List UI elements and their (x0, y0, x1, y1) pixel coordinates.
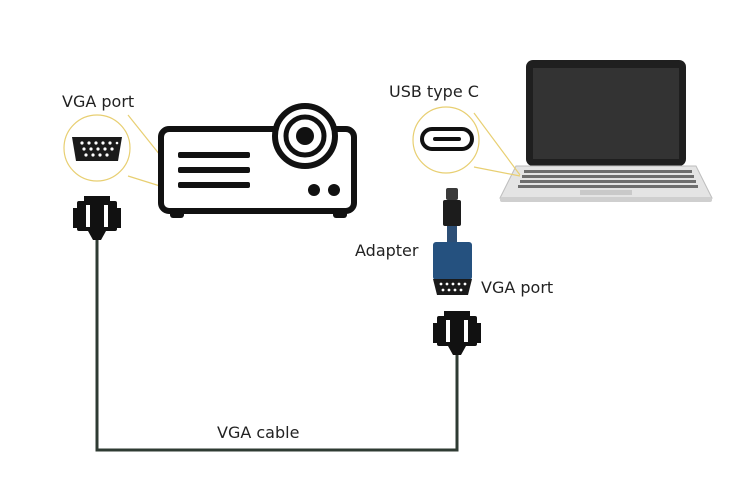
adapter-label: Adapter (355, 241, 419, 260)
usb-c-adapter-icon (433, 188, 472, 295)
projector-icon (158, 103, 357, 218)
left-port-callout (127, 114, 161, 187)
vga-connector-icon (433, 311, 481, 355)
usb-c-callout (473, 112, 521, 177)
vga-cable-label: VGA cable (217, 423, 299, 442)
vga-cable-line (95, 238, 459, 452)
vga-connector-icon (73, 196, 121, 240)
vga-port-left-label: VGA port (62, 92, 134, 111)
vga-port-right-label: VGA port (481, 278, 553, 297)
vga-port-icon (63, 114, 131, 182)
usb-type-c-label: USB type C (389, 82, 479, 101)
laptop-icon (499, 60, 713, 202)
usb-c-port-icon (412, 106, 480, 174)
